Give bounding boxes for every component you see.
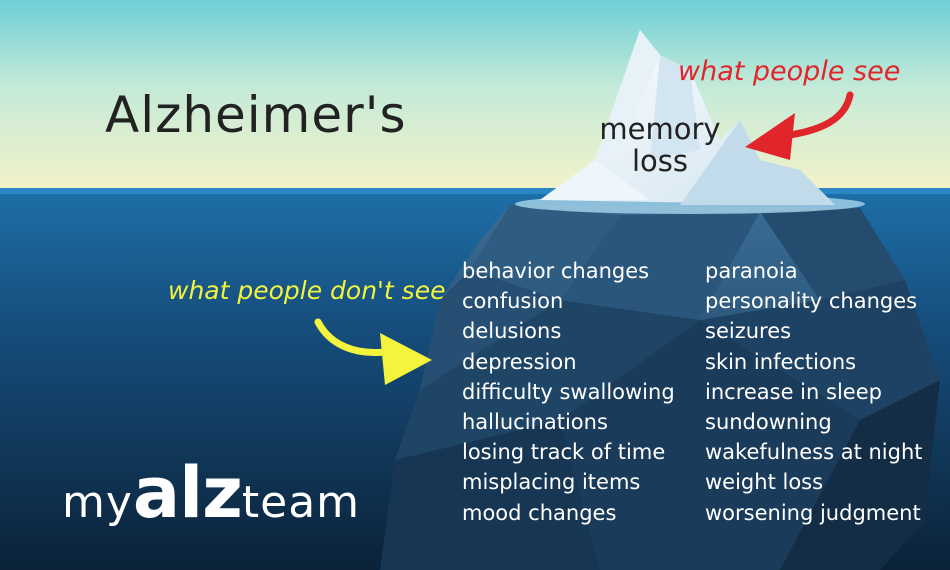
list-item: personality changes	[705, 289, 918, 314]
list-item: depression	[462, 349, 577, 374]
list-item: weight loss	[705, 470, 824, 495]
list-item: increase in sleep	[705, 379, 882, 404]
list-item: worsening judgment	[705, 500, 921, 525]
hidden-label: what people don't see	[168, 276, 446, 305]
list-item: hallucinations	[462, 410, 608, 435]
visible-label: what people see	[678, 56, 901, 87]
tip-label: memory loss	[599, 112, 721, 178]
nosee-arrow	[314, 318, 432, 385]
logo-prefix: my	[62, 477, 133, 528]
list-item: paranoia	[705, 259, 798, 283]
water-surface	[0, 188, 950, 194]
underwater-iceberg	[380, 205, 940, 570]
list-item: misplacing items	[462, 470, 641, 495]
list-item: difficulty swallowing	[462, 379, 675, 404]
page-title: Alzheimer's	[105, 86, 407, 144]
list-item: delusions	[462, 319, 562, 344]
symptom-list-right: paranoia personality changes seizures sk…	[705, 256, 923, 528]
myalzteam-logo: myalzteam	[62, 452, 360, 534]
list-item: mood changes	[462, 500, 617, 525]
list-item: seizures	[705, 319, 792, 344]
list-item: sundowning	[705, 410, 832, 435]
list-item: skin infections	[705, 349, 857, 374]
list-item: losing track of time	[462, 440, 666, 465]
list-item: confusion	[462, 289, 564, 314]
symptom-list-left: behavior changes confusion delusions dep…	[462, 256, 675, 528]
sky	[0, 0, 950, 195]
list-item: wakefulness at night	[705, 440, 923, 465]
iceberg-tip	[515, 30, 865, 214]
list-item: behavior changes	[462, 259, 650, 283]
see-arrow	[745, 91, 854, 160]
logo-brand: alz	[132, 452, 243, 534]
logo-suffix: team	[241, 477, 361, 528]
